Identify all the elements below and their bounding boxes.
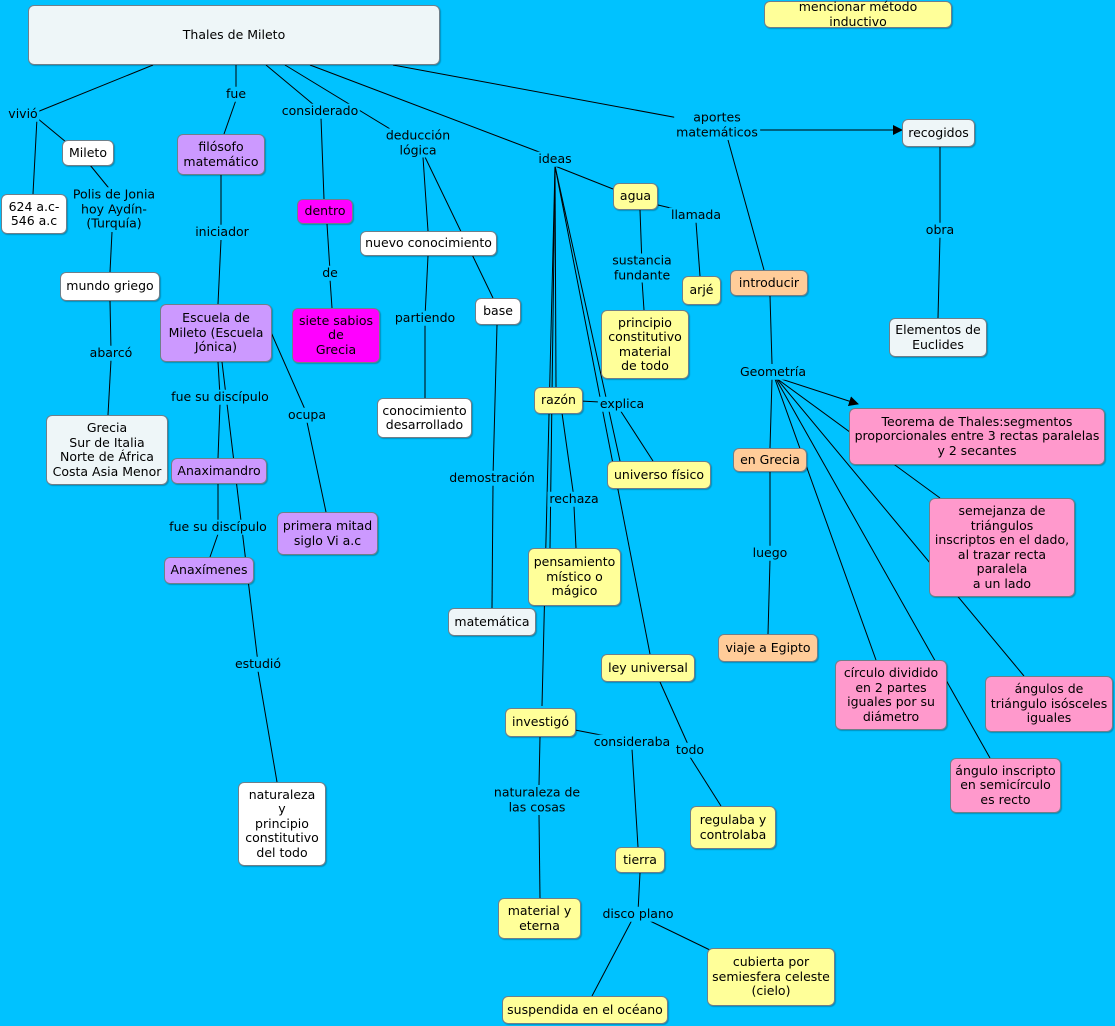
link-partiendo: partiendo (392, 309, 458, 326)
link-naturaleza-de-las-cosas: naturaleza de las cosas (491, 784, 583, 815)
concept-grecia[interactable]: Grecia Sur de Italia Norte de África Cos… (46, 415, 168, 485)
concept-mundo-griego[interactable]: mundo griego (60, 272, 160, 301)
link-disco-plano: disco plano (600, 905, 676, 922)
concept-regulaba-y-controlaba[interactable]: regulaba y controlaba (690, 806, 776, 849)
concept-nuevo-conocimiento[interactable]: nuevo conocimiento (360, 231, 497, 256)
link-deduccion-logica: deducción lógica (383, 127, 453, 158)
concept-cubierta-por-semiesfera[interactable]: cubierta por semiesfera celeste (cielo) (707, 948, 835, 1006)
link-llamada: llamada (668, 206, 724, 223)
link-ocupa: ocupa (285, 406, 329, 423)
concept-universo-fisico[interactable]: universo físico (607, 461, 711, 489)
link-rechaza: rechaza (547, 490, 601, 507)
concept-anaximenes[interactable]: Anaxímenes (164, 557, 254, 584)
link-aportes-matematicos: aportes matemáticos (674, 109, 760, 140)
link-vivio: vivió (6, 105, 40, 122)
concept-agua[interactable]: agua (613, 183, 658, 210)
link-fue-su-discipulo-2: fue su discípulo (167, 518, 269, 535)
concept-angulos-triangulo-isosceles[interactable]: ángulos de triángulo isósceles iguales (985, 676, 1113, 732)
concept-anaximandro[interactable]: Anaximandro (171, 458, 267, 484)
link-ideas: ideas (536, 150, 574, 167)
concept-introducir[interactable]: introducir (730, 270, 808, 296)
concept-arje[interactable]: arjé (682, 276, 721, 305)
concept-mileto[interactable]: Mileto (62, 140, 114, 166)
concept-primera-mitad[interactable]: primera mitad siglo Vi a.c (277, 512, 378, 555)
link-abarco: abarcó (87, 344, 135, 361)
concept-base[interactable]: base (475, 298, 521, 325)
concept-naturaleza-principio[interactable]: naturaleza y principio constitutivo del … (238, 782, 326, 866)
link-estudio: estudió (232, 655, 284, 672)
concept-mencionar-metodo-inductivo[interactable]: mencionar método inductivo (764, 0, 952, 28)
concept-escuela-de-mileto[interactable]: Escuela de Mileto (Escuela Jónica) (160, 304, 272, 362)
concept-thales-de-mileto[interactable]: Thales de Mileto (28, 5, 440, 65)
link-iniciador: iniciador (193, 223, 251, 240)
concept-viaje-a-egipto[interactable]: viaje a Egipto (718, 634, 818, 662)
link-explica: explica (597, 395, 647, 412)
concept-siete-sabios[interactable]: siete sabios de Grecia (292, 308, 380, 363)
link-fue: fue (223, 85, 249, 102)
concept-tierra[interactable]: tierra (615, 847, 665, 873)
concept-teorema-de-thales[interactable]: Teorema de Thales:segmentos proporcional… (849, 408, 1105, 465)
link-fue-su-discipulo-1: fue su discípulo (169, 388, 271, 405)
concept-investigo[interactable]: investigó (505, 708, 576, 737)
concept-filosofo-matematico[interactable]: filósofo matemático (177, 134, 265, 175)
concept-semejanza-de-triangulos[interactable]: semejanza de triángulos inscriptos en el… (929, 498, 1075, 597)
link-todo: todo (673, 741, 707, 758)
concept-principio-constitutivo[interactable]: principio constitutivo material de todo (601, 310, 689, 379)
concept-dentro[interactable]: dentro (297, 199, 353, 224)
concept-suspendida-en-el-oceano[interactable]: suspendida en el océano (502, 996, 668, 1024)
link-considerado: considerado (279, 102, 361, 119)
link-sustancia-fundante: sustancia fundante (610, 252, 674, 283)
concept-razon[interactable]: razón (534, 387, 583, 414)
concept-ley-universal[interactable]: ley universal (601, 654, 695, 682)
concept-en-grecia[interactable]: en Grecia (733, 448, 807, 472)
concept-fecha[interactable]: 624 a.c- 546 a.c (1, 194, 67, 234)
concept-pensamiento-mistico[interactable]: pensamiento místico o mágico (528, 548, 621, 606)
link-obra: obra (923, 221, 957, 238)
concept-angulo-inscripto[interactable]: ángulo inscripto en semicírculo es recto (950, 758, 1061, 813)
concept-matematica[interactable]: matemática (448, 608, 536, 636)
concept-material-y-eterna[interactable]: material y eterna (498, 898, 581, 939)
concept-elementos-de-euclides[interactable]: Elementos de Euclides (889, 318, 987, 357)
link-luego: luego (750, 544, 790, 561)
concept-recogidos[interactable]: recogidos (902, 119, 975, 147)
link-geometria: Geometría (737, 363, 809, 380)
link-consideraba: consideraba (591, 733, 673, 750)
concept-conocimiento-desarrollado[interactable]: conocimiento desarrollado (377, 398, 472, 438)
link-polis-de-jonia: Polis de Jonia hoy Aydín- (Turquía) (70, 186, 158, 231)
link-de: de (320, 264, 340, 281)
link-demostracion: demostración (447, 469, 537, 486)
concept-circulo-dividido[interactable]: círculo dividido en 2 partes iguales por… (835, 660, 947, 730)
